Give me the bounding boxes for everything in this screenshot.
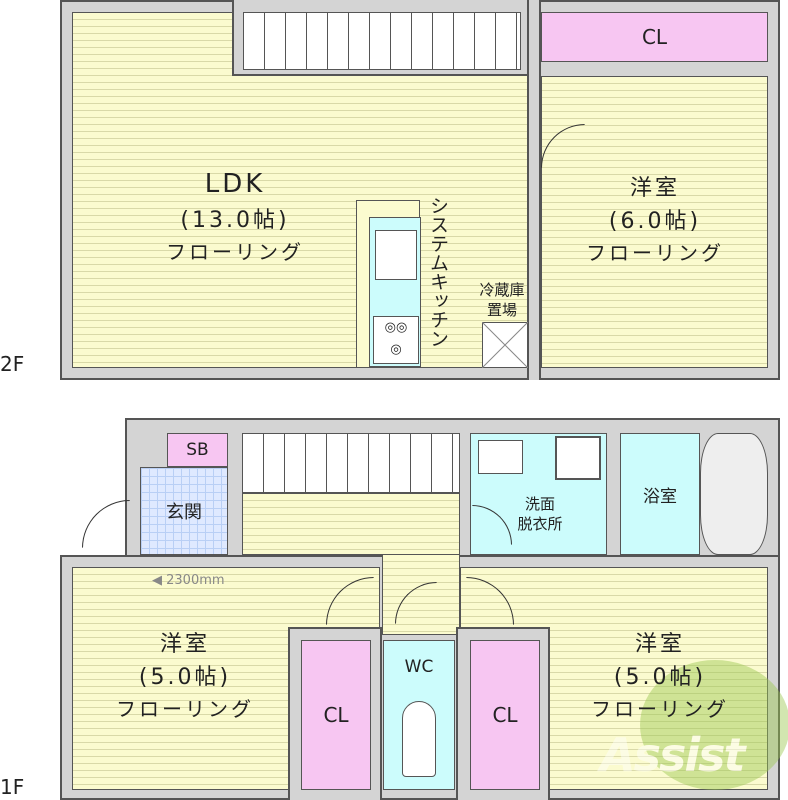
- entrance-label: 玄関: [166, 502, 202, 523]
- floor1-label: 1F: [0, 775, 25, 799]
- closet-right-label: CL: [492, 703, 518, 727]
- washroom-label: 洗面脱衣所: [500, 495, 580, 534]
- ldk-flooring: フローリング: [166, 240, 304, 264]
- washing-machine-pan-icon: [555, 436, 601, 480]
- dimension-label: ◀ 2300mm: [152, 573, 225, 588]
- staircase-1f: [242, 433, 460, 493]
- closet-right: CL: [470, 640, 540, 790]
- fridge-space-icon: [482, 322, 528, 368]
- room-left-label: 洋室 (5.0帖) フローリング: [85, 628, 285, 724]
- closet-label: CL: [641, 25, 668, 49]
- shoebox-label: SB: [186, 440, 209, 460]
- assist-watermark-logo: Assist: [600, 660, 788, 790]
- system-kitchen: ◎◎◎: [369, 217, 421, 367]
- watermark-text: Assist: [600, 728, 745, 782]
- bathtub-icon: [700, 433, 768, 555]
- shoebox: SB: [167, 433, 228, 467]
- ldk-size: (13.0帖): [180, 208, 290, 233]
- stove-icon: ◎◎◎: [373, 316, 419, 364]
- room-right-size: (5.0帖): [613, 665, 707, 690]
- room-6-flooring: フローリング: [586, 241, 724, 265]
- wc: WC: [383, 640, 455, 790]
- ldk-label: LDK (13.0帖) フローリング: [120, 165, 350, 267]
- room-right-label: 洋室 (5.0帖) フローリング: [560, 628, 760, 724]
- arrow-left-icon: ◀: [152, 573, 167, 588]
- toilet-icon: [402, 701, 436, 777]
- washroom-label-2: 脱衣所: [517, 514, 563, 533]
- washbasin-icon: [478, 440, 523, 474]
- fridge-label: 冷蔵庫置場: [472, 281, 532, 320]
- hall-floor: [242, 493, 460, 555]
- room-left-size: (5.0帖): [138, 665, 232, 690]
- entrance: 玄関: [140, 467, 228, 555]
- ldk-name: LDK: [204, 169, 266, 199]
- room-6-label: 洋室 (6.0帖) フローリング: [555, 172, 755, 268]
- staircase-2f: [243, 12, 521, 70]
- kitchen-label: システムキッチン: [427, 196, 449, 348]
- sink-icon: [375, 230, 417, 280]
- room-left-flooring: フローリング: [116, 697, 254, 721]
- fridge-label-2: 置場: [486, 300, 517, 319]
- room-divider: [527, 0, 541, 380]
- dimension-value: 2300mm: [166, 573, 225, 588]
- room-right-name: 洋室: [634, 632, 685, 657]
- room-6-size: (6.0帖): [608, 209, 702, 234]
- bathroom: 浴室: [620, 433, 700, 555]
- room-left-name: 洋室: [159, 632, 210, 657]
- room-6-name: 洋室: [629, 176, 680, 201]
- fridge-label-1: 冷蔵庫: [479, 281, 525, 299]
- closet-left: CL: [301, 640, 371, 790]
- floor2-label: 2F: [0, 352, 25, 376]
- wc-label: WC: [404, 657, 434, 677]
- bath-label: 浴室: [643, 486, 677, 507]
- washroom-label-1: 洗面: [524, 495, 555, 513]
- room-right-flooring: フローリング: [591, 697, 729, 721]
- closet-left-label: CL: [323, 703, 349, 727]
- entrance-door[interactable]: [82, 500, 130, 548]
- closet-2f: CL: [541, 12, 768, 62]
